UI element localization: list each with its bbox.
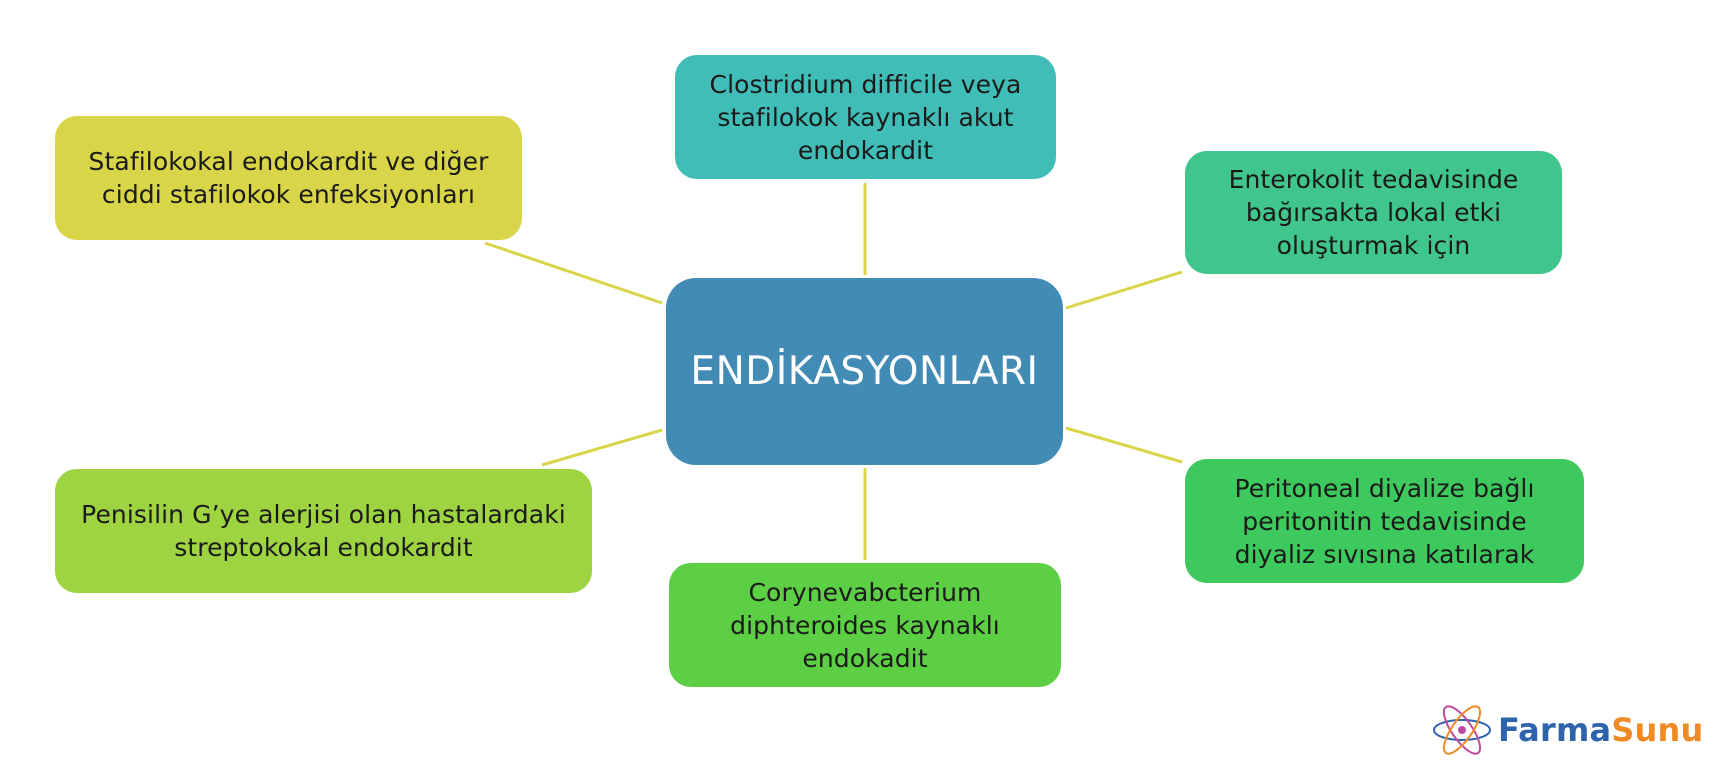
node-bottom-left: Penisilin G’ye alerjisi olan hastalardak… bbox=[55, 469, 592, 593]
center-node: ENDİKASYONLARI bbox=[666, 278, 1063, 465]
connector-bottom-right bbox=[1065, 426, 1183, 464]
logo-text-sunu: Sunu bbox=[1611, 711, 1704, 749]
farmasunu-logo: FarmaSunu bbox=[1430, 700, 1704, 760]
node-top-right: Enterokolit tedavisinde bağırsakta lokal… bbox=[1185, 151, 1562, 274]
node-bottom-center-label: Corynevabcterium diphteroides kaynaklı e… bbox=[730, 577, 1000, 673]
logo-text: FarmaSunu bbox=[1498, 711, 1704, 749]
node-bottom-right-label: Peritoneal diyalize bağlı peritonitin te… bbox=[1234, 473, 1535, 569]
atom-icon bbox=[1433, 705, 1491, 755]
node-top-center: Clostridium difficile veya stafilokok ka… bbox=[675, 55, 1056, 179]
node-top-left: Stafilokokal endokardit ve diğer ciddi s… bbox=[55, 116, 522, 240]
logo-text-farma: Farma bbox=[1498, 711, 1612, 749]
connector-top-right bbox=[1065, 270, 1183, 310]
node-top-center-label: Clostridium difficile veya stafilokok ka… bbox=[709, 69, 1022, 165]
connector-top-left bbox=[484, 241, 663, 305]
node-top-right-label: Enterokolit tedavisinde bağırsakta lokal… bbox=[1228, 165, 1519, 260]
center-title: ENDİKASYONLARI bbox=[690, 348, 1039, 394]
node-bottom-left-label: Penisilin G’ye alerjisi olan hastalardak… bbox=[81, 500, 566, 562]
node-bottom-center: Corynevabcterium diphteroides kaynaklı e… bbox=[669, 563, 1061, 687]
connector-bottom-left bbox=[541, 428, 663, 467]
node-bottom-right: Peritoneal diyalize bağlı peritonitin te… bbox=[1185, 459, 1584, 583]
node-top-left-label: Stafilokokal endokardit ve diğer ciddi s… bbox=[88, 147, 489, 209]
